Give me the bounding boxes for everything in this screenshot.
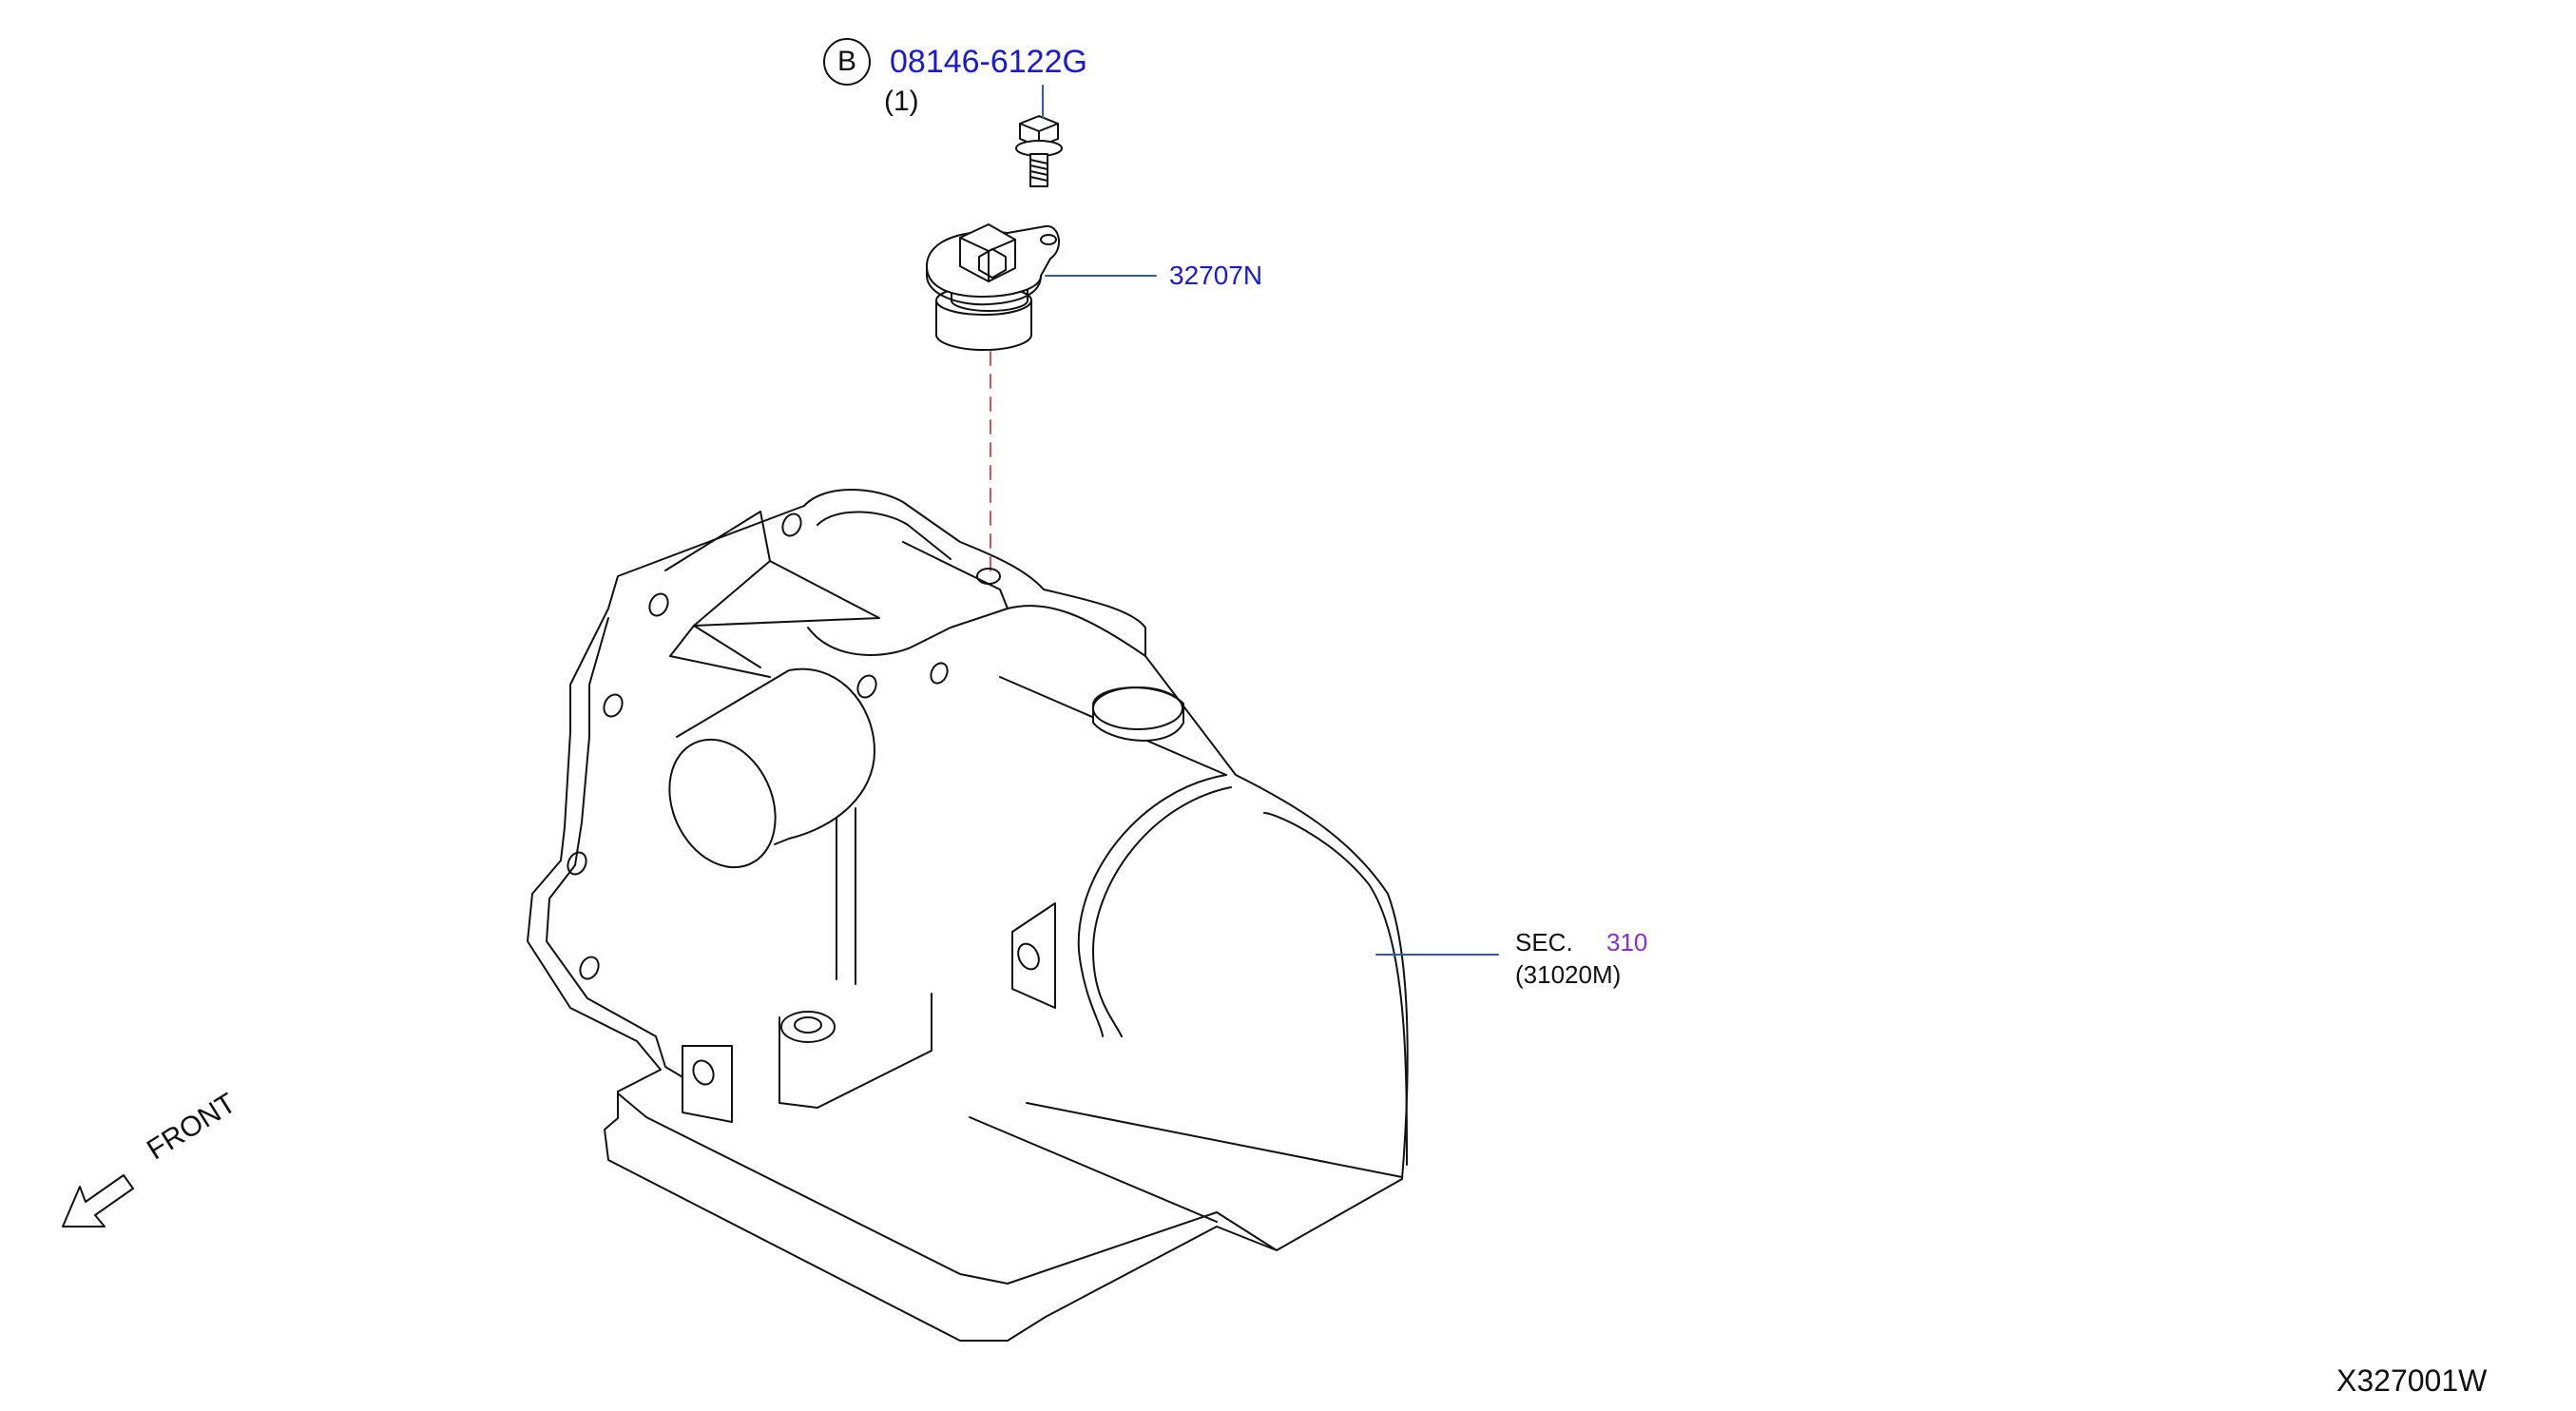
transmission-part-number: (31020M) bbox=[1515, 960, 1622, 989]
front-direction-arrow-icon bbox=[62, 1174, 134, 1227]
sensor-part-number[interactable]: 32707N bbox=[1169, 261, 1263, 290]
drawing-id: X327001W bbox=[2336, 1363, 2488, 1398]
transmission-housing-drawing bbox=[527, 489, 1409, 1342]
bolt-part-number[interactable]: 08146-6122G bbox=[890, 44, 1087, 80]
bolt-callout-badge: B bbox=[823, 38, 871, 86]
bolt-quantity: (1) bbox=[884, 86, 919, 117]
section-label: SEC. bbox=[1515, 928, 1573, 957]
section-number[interactable]: 310 bbox=[1606, 928, 1648, 957]
bolt-drawing bbox=[1015, 115, 1063, 187]
speed-sensor-drawing bbox=[926, 223, 1060, 351]
